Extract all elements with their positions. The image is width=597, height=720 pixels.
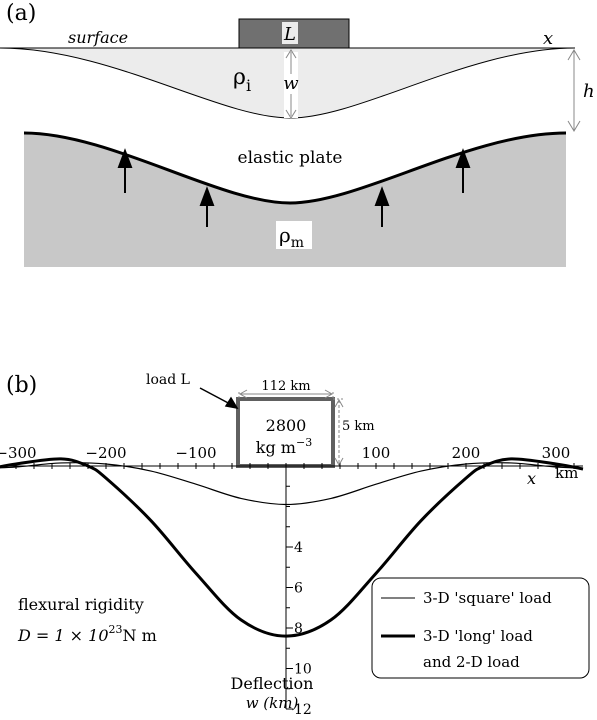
x-tick-label: −300 (0, 444, 37, 462)
panel-b-label: (b) (6, 373, 37, 398)
density-unit: kg m−3 (256, 436, 312, 457)
rigidity-exp: 23 (109, 623, 123, 636)
load-label: L (283, 24, 296, 45)
mantle (24, 133, 566, 267)
x-tick-label: 100 (362, 444, 391, 462)
y-tick-label: 4 (294, 540, 303, 556)
y-tick-label: 10 (294, 662, 312, 678)
mantle-label-bg (276, 221, 312, 249)
h-label: h (583, 81, 595, 102)
legend-box (371, 577, 590, 679)
buoyancy-arrow (455, 148, 471, 193)
x-tick-label: −200 (85, 444, 126, 462)
legend: 3-D 'square' load 3-D 'long' load and 2-… (371, 577, 590, 679)
ice-density-symbol: ρ (233, 65, 246, 90)
plate-label: elastic plate (238, 148, 343, 168)
rigidity-formula-text: D = 1 × 10 (17, 626, 109, 645)
series-square-load-line (0, 462, 584, 506)
mantle-density-sub: m (291, 235, 304, 251)
density-unit-exp: −3 (296, 436, 312, 449)
rigidity-formula: D = 1 × 1023N m (17, 623, 157, 645)
rigidity-label: flexural rigidity (18, 595, 144, 614)
panel-b: (b) 2800 kg m−3 112 km 5 km load L (0, 372, 590, 718)
load-label-box (282, 22, 298, 44)
x-tick-label: −100 (175, 444, 216, 462)
rigidity-unit: N m (123, 626, 157, 645)
mantle-density-symbol: ρ (279, 223, 291, 247)
y-axis-title-2: w (km) (246, 694, 299, 712)
y-axis-title-1: Deflection (231, 674, 314, 693)
w-label-bg (284, 52, 298, 118)
ice-density-sub: i (246, 76, 251, 95)
width-dimension (238, 389, 334, 400)
buoyancy-arrow (374, 186, 390, 227)
h-double-arrow (567, 49, 581, 132)
width-label-bg (252, 377, 318, 393)
x-axis-label-a: x (543, 28, 553, 49)
panel-a: L (a) surface x ρi w h elastic plate (0, 1, 595, 267)
load-pointer-label: load L (146, 372, 190, 388)
legend-square-label: 3-D 'square' load (423, 589, 552, 607)
x-axis-label-b: x (527, 469, 536, 488)
y-tick-label: 8 (294, 621, 303, 637)
series-long-load-line (0, 457, 584, 638)
density-unit-text: kg m (256, 438, 296, 457)
w-label: w (283, 73, 299, 94)
x-tick-label: 200 (452, 444, 481, 462)
x-unit-label: km (555, 464, 578, 482)
plate-bottom-line (23, 131, 567, 205)
x-tick-label: 300 (542, 444, 571, 462)
panel-a-label: (a) (6, 1, 36, 26)
surface-label: surface (68, 28, 128, 47)
height-label: 5 km (342, 419, 375, 434)
legend-long-label-2: and 2-D load (423, 653, 520, 671)
y-tick-label: 6 (294, 581, 303, 597)
width-label: 112 km (261, 379, 310, 394)
density-value: 2800 (266, 416, 307, 435)
ice-density: ρi (233, 65, 251, 95)
buoyancy-arrow (199, 186, 215, 227)
mantle-density: ρm (279, 223, 304, 251)
deflection-chart: −300 −200 −100 100 200 300 4 6 8 10 12 (0, 444, 584, 718)
legend-long-label-1: 3-D 'long' load (423, 627, 533, 645)
load-pointer-arrow (199, 387, 239, 410)
buoyancy-arrow (117, 148, 133, 193)
buoyancy-arrows (117, 148, 471, 227)
w-double-arrow (285, 49, 297, 119)
y-tick-label: 12 (294, 702, 312, 718)
